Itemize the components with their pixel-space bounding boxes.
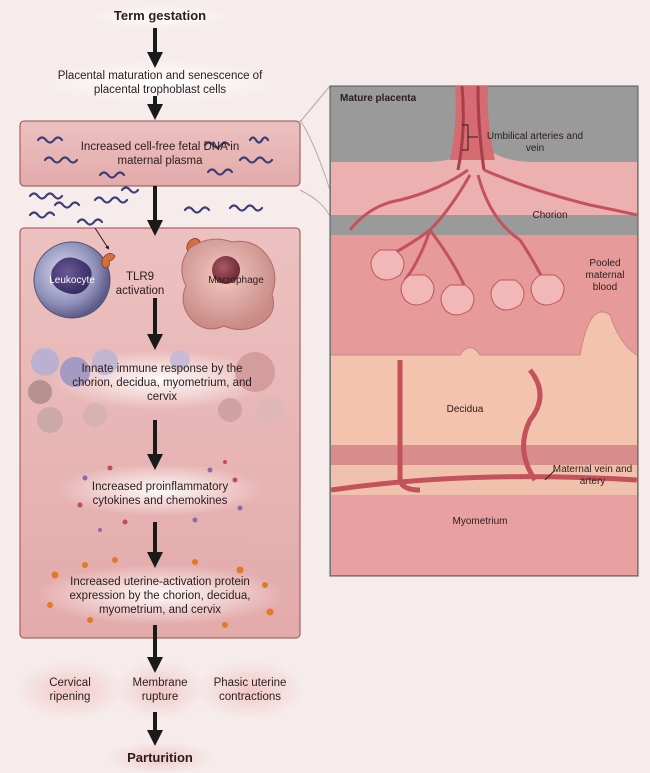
cervical-ripening-label: Cervical ripening [49,677,91,703]
parturition-label: Parturition [127,750,193,765]
cytokine-dots [77,460,243,532]
pooled-blood-label: Pooled maternal blood [585,258,625,293]
dna-fragments [28,136,274,226]
placental-maturation-label: Placental maturation and senescence of p… [57,70,263,96]
term-gestation-label: Term gestation [113,8,207,23]
phasic-contractions-label: Phasic uterine contractions [213,677,287,703]
leukocyte-label: Leukocyte [49,275,95,286]
maternal-vessels-label: Maternal vein and artery [552,464,633,487]
immune-cells [28,348,284,433]
leukocyte-cell [33,241,111,319]
umbilical-label: Umbilical arteries and vein [486,131,584,154]
placenta-title: Mature placenta [340,93,417,104]
uterine-activation-label: Increased uterine-activation protein exp… [69,576,251,616]
decidua-label: Decidua [446,404,484,415]
macrophage-label: Macrophage [208,275,264,286]
tlr9-activation-label: TLR9 activation [115,271,165,297]
myometrium-label: Myometrium [452,516,508,527]
macrophage-cell [181,238,276,330]
cytokines-label: Increased proinflammatory cytokines and … [91,481,229,507]
innate-response-label: Innate immune response by the chorion, d… [72,363,252,403]
protein-dots [47,557,274,628]
cffdna-label: Increased cell-free fetal DNA in materna… [80,141,240,167]
placenta-panel [329,85,639,577]
chorion-label: Chorion [532,210,568,221]
membrane-rupture-label: Membrane rupture [132,677,188,703]
